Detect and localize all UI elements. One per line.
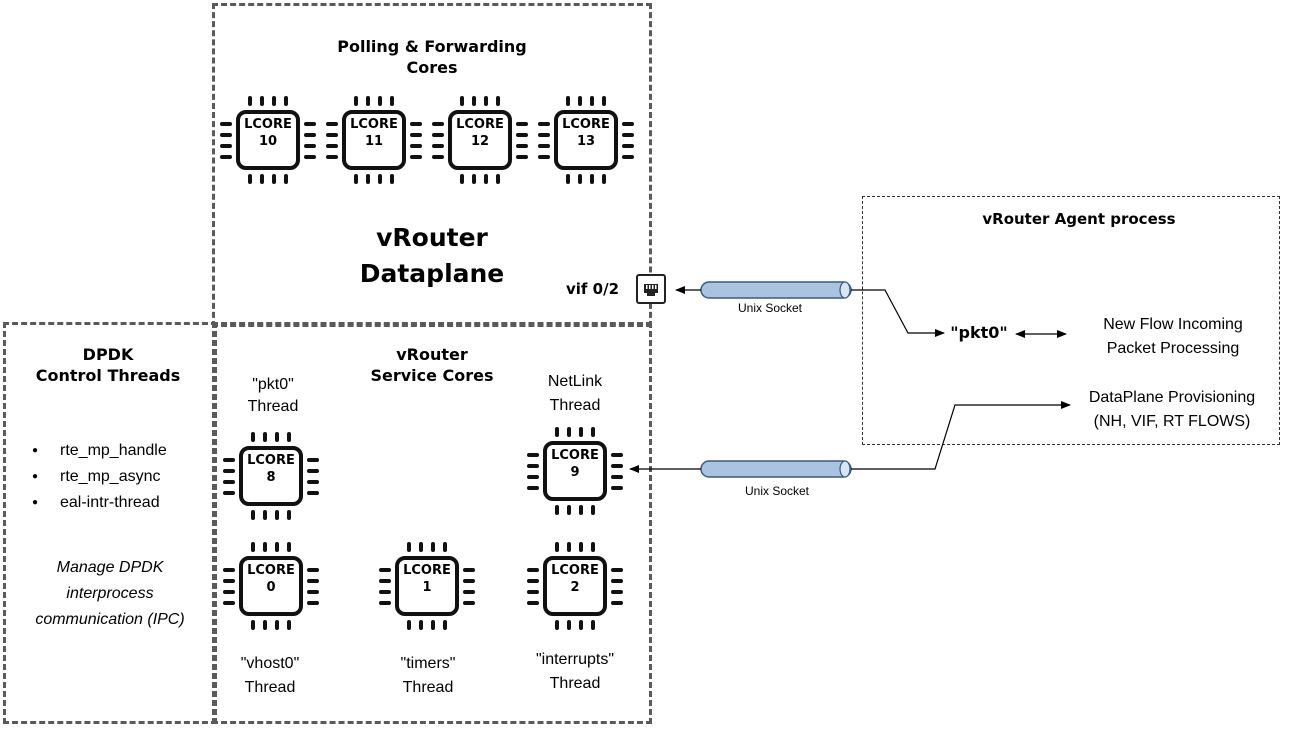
arrow-to-agent-pkt0 [851, 289, 945, 337]
dpdk-control-box [3, 322, 217, 724]
dpdk-note: Manage DPDK interprocess communication (… [35, 559, 185, 628]
vhost0-thread-label: "vhost0" Thread [240, 655, 300, 696]
agent-title: vRouter Agent process [982, 210, 1176, 228]
provisioning-label: DataPlane Provisioning (NH, VIF, RT FLOW… [1088, 389, 1256, 430]
new-flow-label: New Flow Incoming Packet Processing [1103, 316, 1243, 357]
dataplane-title: vRouter Dataplane [359, 223, 505, 288]
arrow-to-provisioning [851, 401, 1071, 470]
ethernet-port-icon [636, 274, 666, 304]
unix-socket-bottom-label: Unix Socket [744, 484, 810, 498]
unix-socket-bottom-pipe [700, 460, 852, 478]
interrupts-thread-label: "interrupts" Thread [535, 651, 615, 692]
unix-socket-top-pipe [700, 281, 852, 299]
agent-pkt0-label: "pkt0" [950, 323, 1008, 342]
list-item: rte_mp_handle [20, 438, 210, 464]
list-item: rte_mp_async [20, 464, 210, 490]
dpdk-title: DPDK Control Threads [35, 345, 181, 385]
dpdk-thread-list: rte_mp_handle rte_mp_async eal-intr-thre… [20, 438, 210, 516]
vif-label: vif 0/2 [566, 280, 620, 298]
agent-process-box [862, 196, 1280, 445]
timers-thread-label: "timers" Thread [400, 655, 456, 696]
unix-socket-top-label: Unix Socket [737, 301, 803, 315]
polling-title: Polling & Forwarding Cores [337, 37, 527, 77]
service-cores-box [212, 322, 652, 724]
service-cores-title: vRouter Service Cores [370, 345, 494, 385]
polling-forwarding-box [212, 3, 652, 327]
pkt0-thread-label: "pkt0" Thread [247, 376, 299, 415]
list-item: eal-intr-thread [20, 490, 210, 516]
netlink-thread-label: NetLink Thread [547, 373, 603, 414]
